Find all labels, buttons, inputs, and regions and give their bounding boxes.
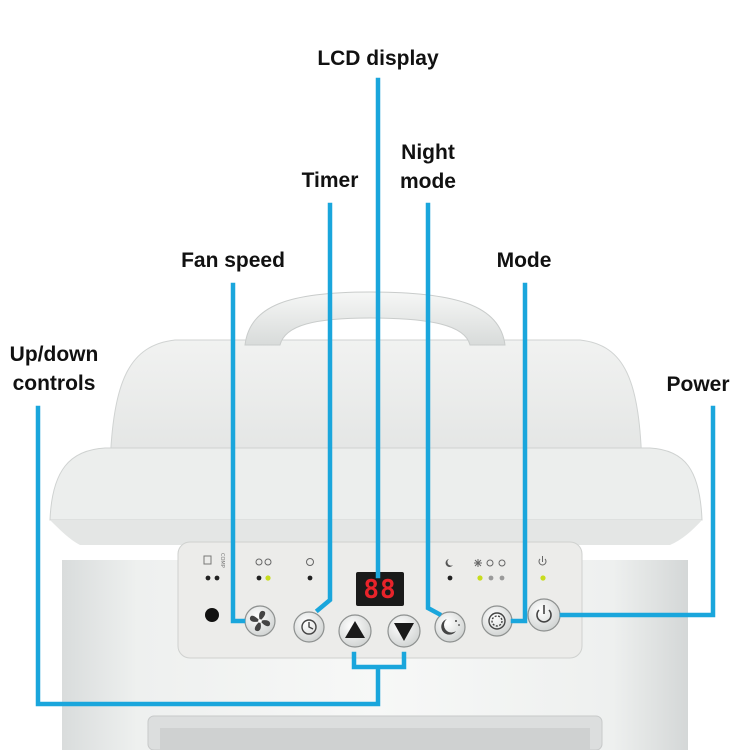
down-button[interactable]	[387, 614, 421, 648]
panel-buttons	[205, 598, 561, 648]
panel-indicators: COMP	[203, 553, 547, 581]
timer-button[interactable]	[293, 611, 325, 643]
led-tank-2	[214, 575, 220, 581]
label-night-mode-line2: mode	[399, 170, 456, 193]
night-small-icon	[445, 559, 453, 567]
led-timer	[307, 575, 313, 581]
lcd-display: 88	[356, 572, 404, 606]
fan-speed-small-icon	[255, 558, 272, 566]
callout-fan-speed	[230, 282, 246, 624]
moon-icon	[441, 619, 456, 635]
label-mode: Mode	[496, 249, 552, 272]
callout-up-down	[35, 405, 407, 707]
clock-icon	[301, 619, 317, 635]
label-fan-speed: Fan speed	[181, 249, 285, 272]
up-arrow-icon	[345, 621, 365, 638]
down-arrow-icon	[394, 623, 414, 641]
tank-icon: COMP	[203, 553, 225, 568]
callout-night-mode	[425, 202, 443, 618]
led-night	[447, 575, 453, 581]
timer-small-icon	[306, 558, 314, 566]
led-fan-high	[265, 575, 271, 581]
remote-sensor	[205, 608, 219, 622]
lcd-digits: 88	[363, 575, 396, 605]
power-icon	[536, 605, 552, 623]
led-mode-fan	[499, 575, 505, 581]
power-button[interactable]	[527, 598, 561, 632]
label-night-mode-line1: Night	[401, 141, 455, 164]
callout-power	[559, 405, 716, 618]
led-fan-low	[256, 575, 262, 581]
mode-button[interactable]	[481, 605, 513, 637]
led-mode-cool	[477, 575, 483, 581]
label-up-down-line1: Up/down	[9, 343, 99, 366]
led-mode-dry	[488, 575, 494, 581]
label-night-mode: Night mode	[368, 138, 488, 196]
led-power	[540, 575, 546, 581]
mode-small-icons	[474, 559, 506, 567]
up-button[interactable]	[338, 614, 372, 648]
label-power: Power	[666, 373, 730, 396]
night-mode-button[interactable]	[434, 611, 466, 643]
callout-timer	[314, 202, 333, 614]
power-small-icon	[538, 556, 547, 566]
callout-lines	[35, 77, 716, 707]
tank-comp-label: COMP	[219, 553, 225, 568]
led-tank-1	[205, 575, 211, 581]
callout-mode	[510, 282, 528, 624]
mode-icon	[488, 612, 506, 630]
label-up-down-controls: Up/down controls	[0, 340, 108, 398]
fan-speed-button[interactable]	[244, 605, 276, 637]
label-up-down-line2: controls	[12, 372, 96, 395]
label-lcd-display: LCD display	[317, 47, 439, 70]
fan-icon	[249, 610, 271, 632]
label-timer: Timer	[301, 169, 359, 192]
